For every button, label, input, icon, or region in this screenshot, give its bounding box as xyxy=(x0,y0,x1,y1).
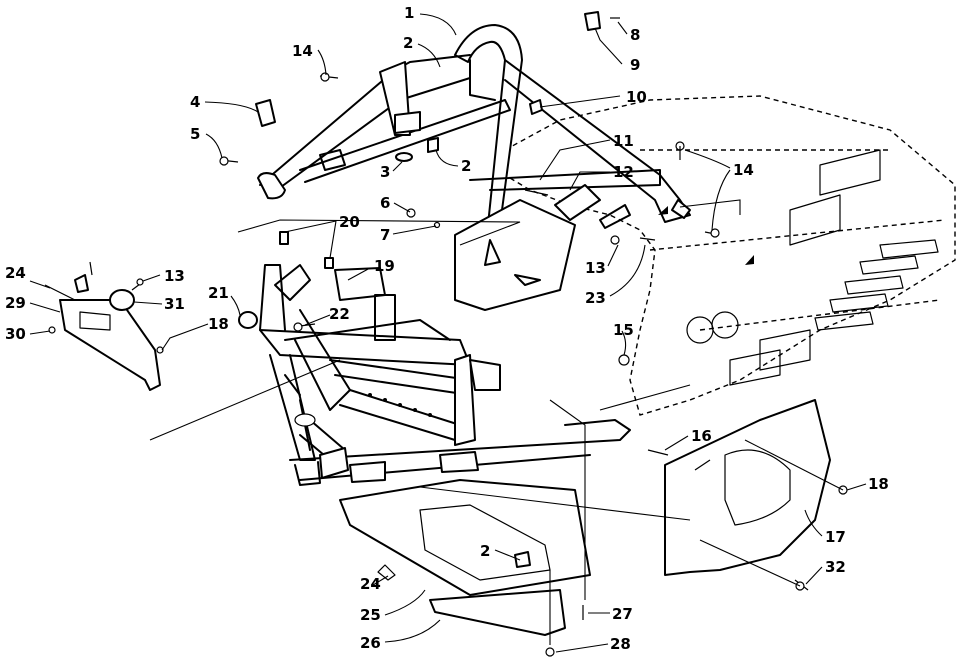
callout-8: 8 xyxy=(630,26,640,44)
clamp-4-icon xyxy=(255,99,276,127)
callout-10: 10 xyxy=(626,88,647,106)
front-frame-assembly xyxy=(259,264,631,486)
upper-steering-support xyxy=(257,24,691,311)
callout-29: 29 xyxy=(5,294,26,312)
callout-24-left: 24 xyxy=(5,264,26,282)
callout-21: 21 xyxy=(208,284,229,302)
callout-1: 1 xyxy=(404,4,414,22)
callout-28: 28 xyxy=(610,635,631,653)
left-side-shield xyxy=(44,261,164,391)
clamp-31-icon xyxy=(109,289,135,311)
assembly-lines xyxy=(149,199,844,645)
callout-17: 17 xyxy=(825,528,846,546)
callout-30: 30 xyxy=(5,325,26,343)
callout-15: 15 xyxy=(613,321,634,339)
chassis-tunnel-panel xyxy=(504,95,956,416)
callout-labels: 1 2 14 8 9 4 10 5 11 3 2 12 14 6 20 7 24… xyxy=(5,4,889,653)
callout-9: 9 xyxy=(630,56,640,74)
clamp-8-9-icon xyxy=(584,11,601,31)
callout-24-lower: 24 xyxy=(360,575,381,593)
callout-2-middle: 2 xyxy=(461,157,471,175)
callout-23: 23 xyxy=(585,289,606,307)
callout-2-upper: 2 xyxy=(403,34,413,52)
callout-20: 20 xyxy=(339,213,360,231)
callout-19: 19 xyxy=(374,257,395,275)
right-side-panel xyxy=(664,399,831,576)
callout-12: 12 xyxy=(613,163,634,181)
callout-18-left: 18 xyxy=(208,315,229,333)
belly-pan xyxy=(339,479,848,657)
callout-5: 5 xyxy=(190,125,200,143)
callout-7: 7 xyxy=(380,226,390,244)
frame-hardware xyxy=(238,231,334,332)
bushing-21-icon xyxy=(238,311,258,329)
callout-4: 4 xyxy=(190,93,200,111)
callout-27: 27 xyxy=(612,605,633,623)
callout-26: 26 xyxy=(360,634,381,652)
callout-32: 32 xyxy=(825,558,846,576)
callout-6: 6 xyxy=(380,194,390,212)
callout-13-left: 13 xyxy=(164,267,185,285)
callout-2-lower: 2 xyxy=(480,542,490,560)
callout-18-right: 18 xyxy=(868,475,889,493)
callout-13-right: 13 xyxy=(585,259,606,277)
running-board-slots xyxy=(814,239,939,331)
callout-25: 25 xyxy=(360,606,381,624)
callout-3: 3 xyxy=(380,163,390,181)
callout-22: 22 xyxy=(329,305,350,323)
direction-arrows xyxy=(658,206,754,265)
callout-11: 11 xyxy=(613,132,634,150)
callout-leaders xyxy=(29,13,867,653)
callout-16: 16 xyxy=(691,427,712,445)
callout-14-upper-right: 14 xyxy=(733,161,754,179)
callout-14-upper-left: 14 xyxy=(292,42,313,60)
callout-31: 31 xyxy=(164,295,185,313)
upper-hardware xyxy=(219,11,720,456)
